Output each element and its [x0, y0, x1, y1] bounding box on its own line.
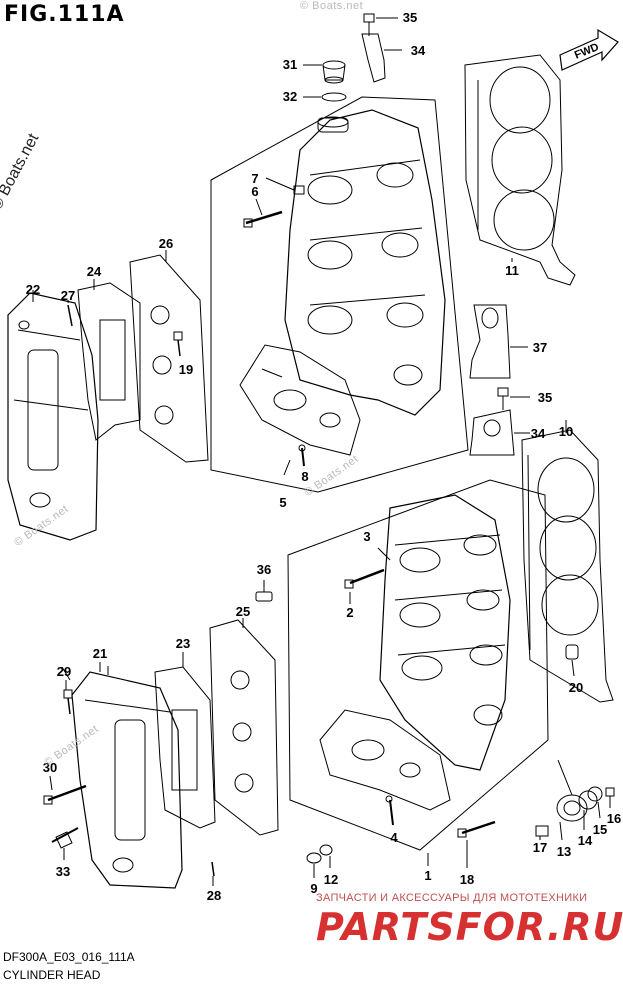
callout-14: 14 [578, 833, 593, 848]
dowel-36 [255, 580, 273, 602]
callout-35-lower: 35 [538, 390, 552, 405]
sensor-17 [535, 825, 549, 840]
bolt-8 [298, 444, 306, 467]
callout-34-top: 34 [411, 43, 426, 58]
cover-gasket-26 [129, 250, 209, 463]
callout-31: 31 [283, 57, 297, 72]
housing-13 [556, 794, 588, 841]
shop-logo: PARTSFOR.RU [316, 905, 623, 949]
callout-30: 30 [43, 760, 57, 775]
fwd-arrow-icon: FWD [559, 28, 619, 71]
bolt-19 [173, 331, 183, 357]
stud-27 [67, 300, 73, 327]
callout-labels: 35 34 31 32 7 6 11 26 24 22 27 19 37 35 … [26, 10, 621, 903]
callout-17: 17 [533, 840, 547, 855]
oil-filler-cap [303, 60, 346, 84]
callout-36: 36 [257, 562, 271, 577]
callout-33: 33 [56, 864, 70, 879]
callout-22: 22 [26, 282, 40, 297]
bolt-2 [344, 568, 385, 604]
bolt-18 [457, 820, 496, 868]
callout-18: 18 [460, 872, 474, 887]
upper-cylinder-head [210, 96, 469, 493]
valve-cover-gasket-23 [154, 652, 216, 829]
callout-15: 15 [593, 822, 607, 837]
callout-23: 23 [176, 636, 190, 651]
callout-3: 3 [363, 529, 370, 544]
callout-21: 21 [93, 646, 107, 661]
callout-27: 27 [61, 288, 75, 303]
callout-29: 29 [57, 664, 71, 679]
callout-9: 9 [310, 881, 317, 896]
dowel-20 [565, 644, 579, 677]
valve-cover-upper [7, 290, 99, 541]
callout-6: 6 [251, 184, 258, 199]
dowel-7 [265, 177, 305, 195]
callout-35-top: 35 [403, 10, 417, 25]
valve-cover-lower [71, 662, 183, 889]
callout-13: 13 [557, 844, 571, 859]
bracket-34-lower [469, 409, 530, 456]
callout-26: 26 [159, 236, 173, 251]
site-watermark-faint: © Boats.net [300, 0, 364, 12]
figure-title: FIG.111A [4, 2, 125, 27]
washer-9 [306, 852, 322, 878]
bolt-top [363, 13, 398, 36]
bolt-16 [605, 787, 615, 808]
callout-8: 8 [301, 469, 308, 484]
figure-name: CYLINDER HEAD [3, 968, 101, 982]
callout-2: 2 [346, 605, 353, 620]
callout-34-lower: 34 [531, 426, 546, 441]
cap-15 [587, 786, 603, 819]
callout-19: 19 [179, 362, 193, 377]
callout-32: 32 [283, 89, 297, 104]
cover-gasket-25 [209, 618, 279, 836]
shop-tagline: ЗАПЧАСТИ И АКСЕССУАРЫ ДЛЯ МОТОТЕХНИКИ [316, 892, 588, 904]
callout-37: 37 [533, 340, 547, 355]
stud-28 [211, 861, 215, 886]
head-gasket-lower [521, 420, 614, 703]
lifting-bracket-top [361, 33, 402, 83]
callout-28: 28 [207, 888, 221, 903]
callout-24: 24 [87, 264, 102, 279]
bolt-6 [243, 198, 283, 228]
callout-12: 12 [324, 872, 338, 887]
callout-4: 4 [390, 830, 398, 845]
head-gasket-upper [464, 54, 576, 286]
callout-11: 11 [505, 263, 519, 278]
callout-7: 7 [251, 171, 258, 186]
callout-5: 5 [279, 495, 286, 510]
callout-10: 10 [559, 424, 573, 439]
bracket-37 [469, 304, 528, 379]
bolt-4 [385, 795, 394, 826]
callout-20: 20 [569, 680, 583, 695]
sensor-33 [51, 827, 79, 860]
callout-1: 1 [424, 868, 431, 883]
bolt-29 [63, 680, 73, 715]
callout-16: 16 [607, 811, 621, 826]
lower-cylinder-head [287, 479, 549, 851]
callout-25: 25 [236, 604, 250, 619]
bolt-35-lower [497, 387, 530, 410]
o-ring [303, 92, 347, 102]
gasket-14 [578, 790, 598, 830]
valve-cover-gasket-24 [77, 279, 141, 441]
figure-code: DF300A_E03_016_111A [3, 950, 135, 964]
bolt-30 [43, 775, 87, 805]
plug-12 [319, 844, 333, 868]
